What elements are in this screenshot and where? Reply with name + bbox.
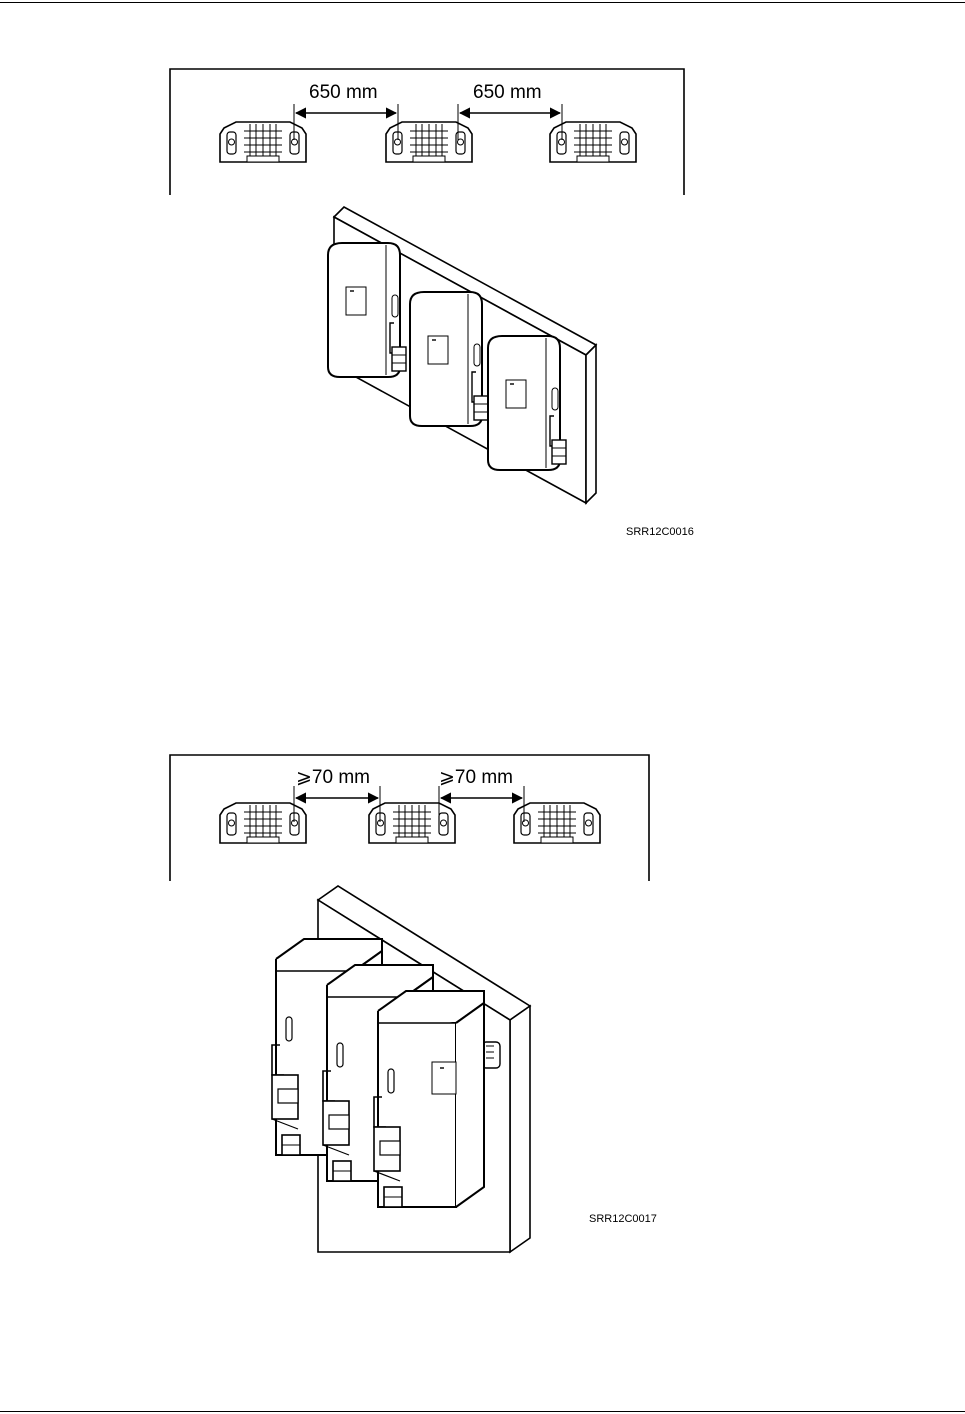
figure-2-diagram: ⩾70 mm ⩾70 mm SRR12C0017 — [0, 690, 965, 1270]
figure-2-bracket-middle — [369, 803, 455, 843]
figure-2-code: SRR12C0017 — [589, 1213, 657, 1225]
figure-2-bracket-left — [220, 803, 306, 843]
figure-1-unit-left — [328, 243, 406, 377]
page-bottom-rule — [0, 1411, 965, 1412]
figure-2-dimension-label-left: ⩾70 mm — [296, 767, 370, 788]
figure-1-bracket-right — [550, 122, 636, 162]
figure-1-bracket-middle — [386, 122, 472, 162]
figure-1-dimension-label-right: 650 mm — [473, 82, 542, 103]
figure-1-bracket-left — [220, 122, 306, 162]
figure-2-dimension-label-right: ⩾70 mm — [439, 767, 513, 788]
figure-1-unit-right — [488, 336, 566, 470]
figure-1-dimension-label-left: 650 mm — [309, 82, 378, 103]
figure-1-diagram: 650 mm 650 mm SRR12C0016 — [0, 0, 965, 560]
figure-2-unit-front — [374, 991, 484, 1210]
figure-2-bracket-right — [514, 803, 600, 843]
figure-1-unit-middle — [410, 292, 488, 426]
figure-1-code: SRR12C0016 — [626, 526, 694, 538]
